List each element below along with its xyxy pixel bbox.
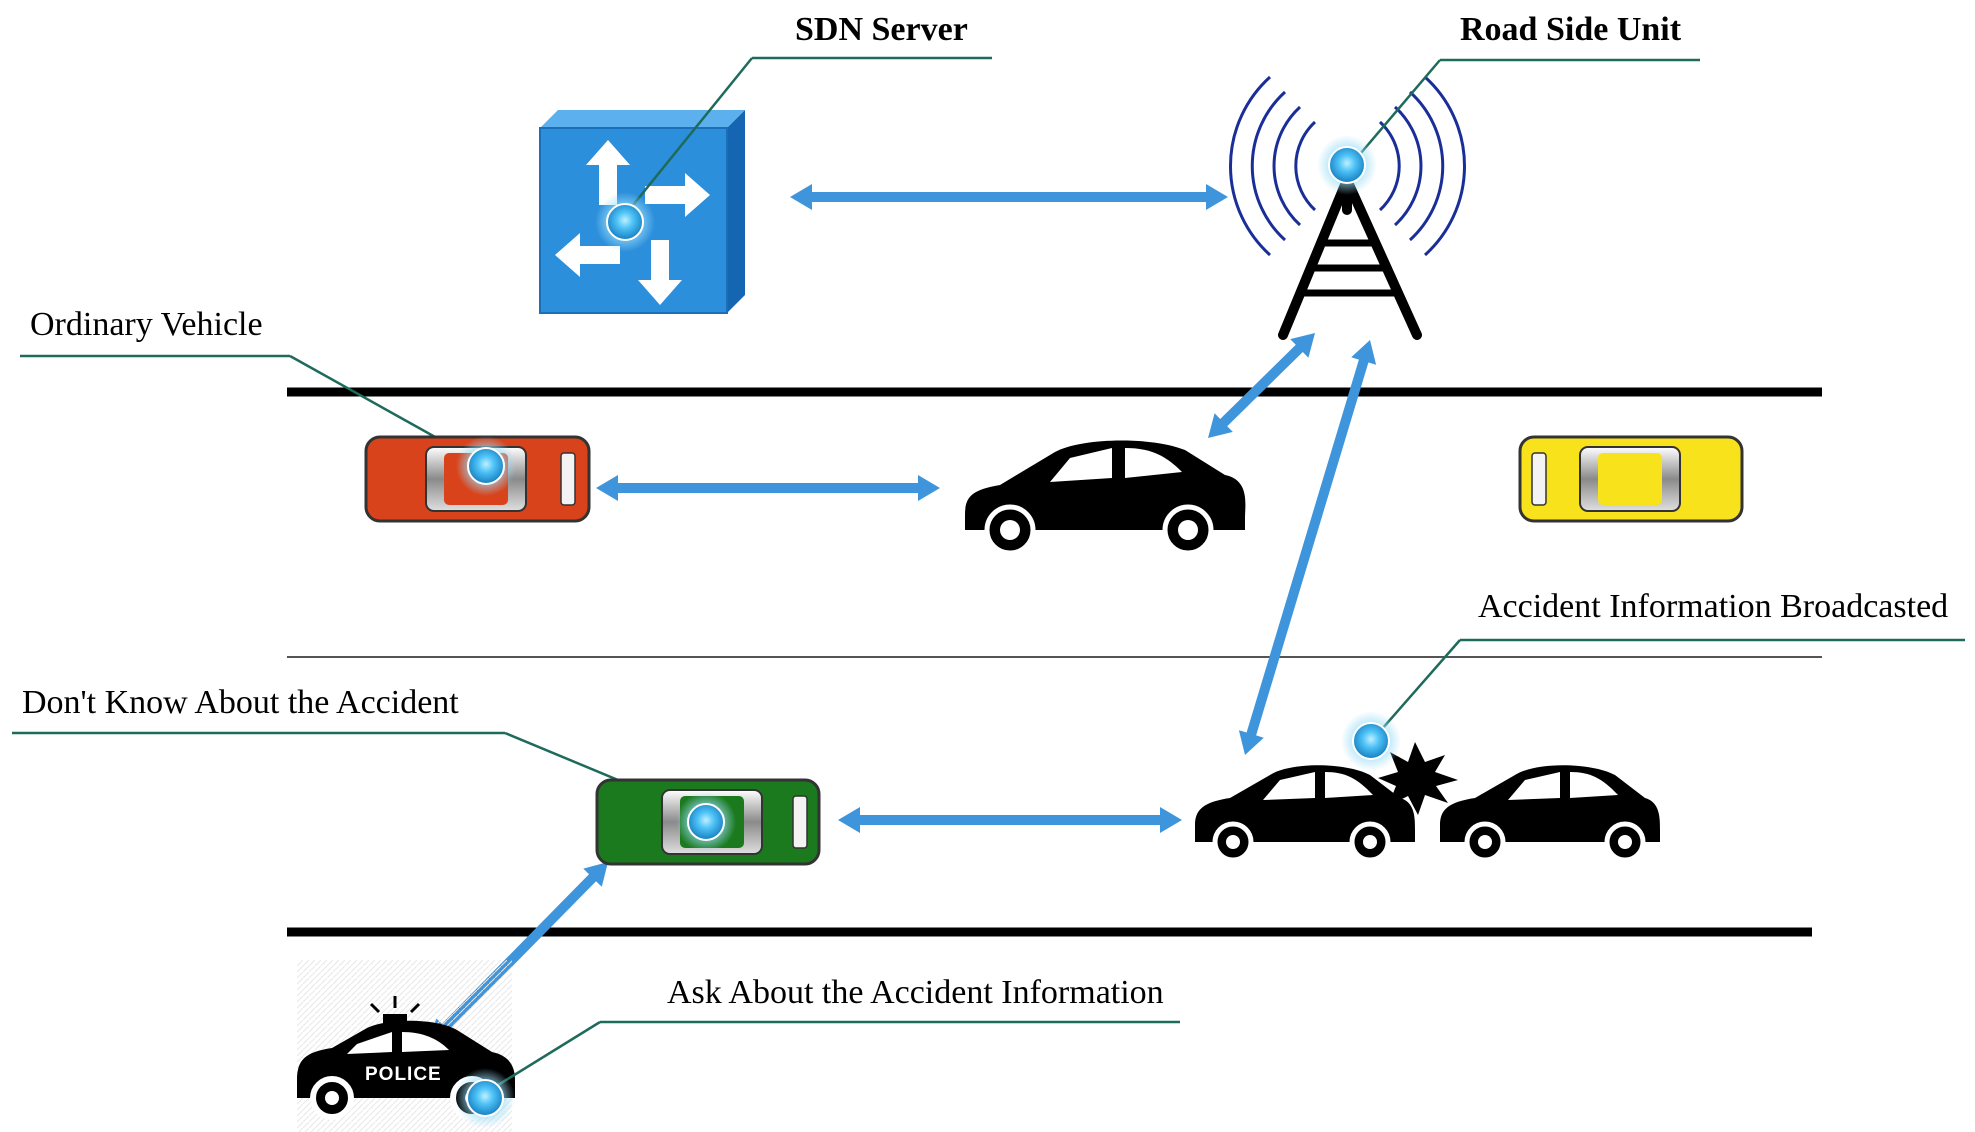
crashed-car-right-icon: [1440, 765, 1660, 863]
network-nodes: [455, 135, 1401, 1128]
node-red-car: [456, 436, 516, 496]
road-side-unit: Road Side Unit: [1228, 11, 1700, 340]
police-text: POLICE: [365, 1064, 442, 1085]
rsu-leader-line: [1354, 59, 1441, 161]
sdn-server: SDN Server: [539, 11, 992, 314]
black-car-icon: [965, 440, 1246, 556]
road-side-unit-label: Road Side Unit: [1460, 11, 1682, 48]
dont-know-label: Don't Know About the Accident: [22, 684, 459, 721]
arrow-rsu-blackcar: [1208, 333, 1315, 438]
ask-about-label: Ask About the Accident Information: [667, 974, 1164, 1011]
sdn-leader-line: [624, 57, 753, 216]
crashed-car-left-icon: [1195, 765, 1415, 863]
collision-icon: [1378, 742, 1458, 815]
antenna-tower-icon: [1228, 75, 1467, 340]
node-rsu: [1317, 135, 1377, 195]
node-green-car: [676, 792, 736, 852]
arrow-rsu-crash: [1238, 340, 1377, 755]
dont-know-callout: Don't Know About the Accident: [12, 684, 696, 814]
accident-broadcast-label: Accident Information Broadcasted: [1478, 588, 1948, 625]
yellow-car-icon: [1518, 435, 1744, 523]
accident-broadcast-callout: Accident Information Broadcasted: [1374, 588, 1965, 738]
sdn-server-label: SDN Server: [795, 11, 968, 48]
arrow-green-crash: [838, 807, 1182, 833]
ordinary-vehicle-label: Ordinary Vehicle: [30, 306, 263, 343]
node-police-car: [455, 1068, 515, 1128]
node-sdn-server: [595, 192, 655, 252]
node-accident: [1341, 711, 1401, 771]
ask-about-callout: Ask About the Accident Information: [489, 974, 1180, 1092]
arrow-redcar-blackcar: [596, 475, 940, 501]
arrow-server-rsu: [790, 184, 1228, 210]
ordinary-vehicle-callout: Ordinary Vehicle: [20, 306, 481, 464]
